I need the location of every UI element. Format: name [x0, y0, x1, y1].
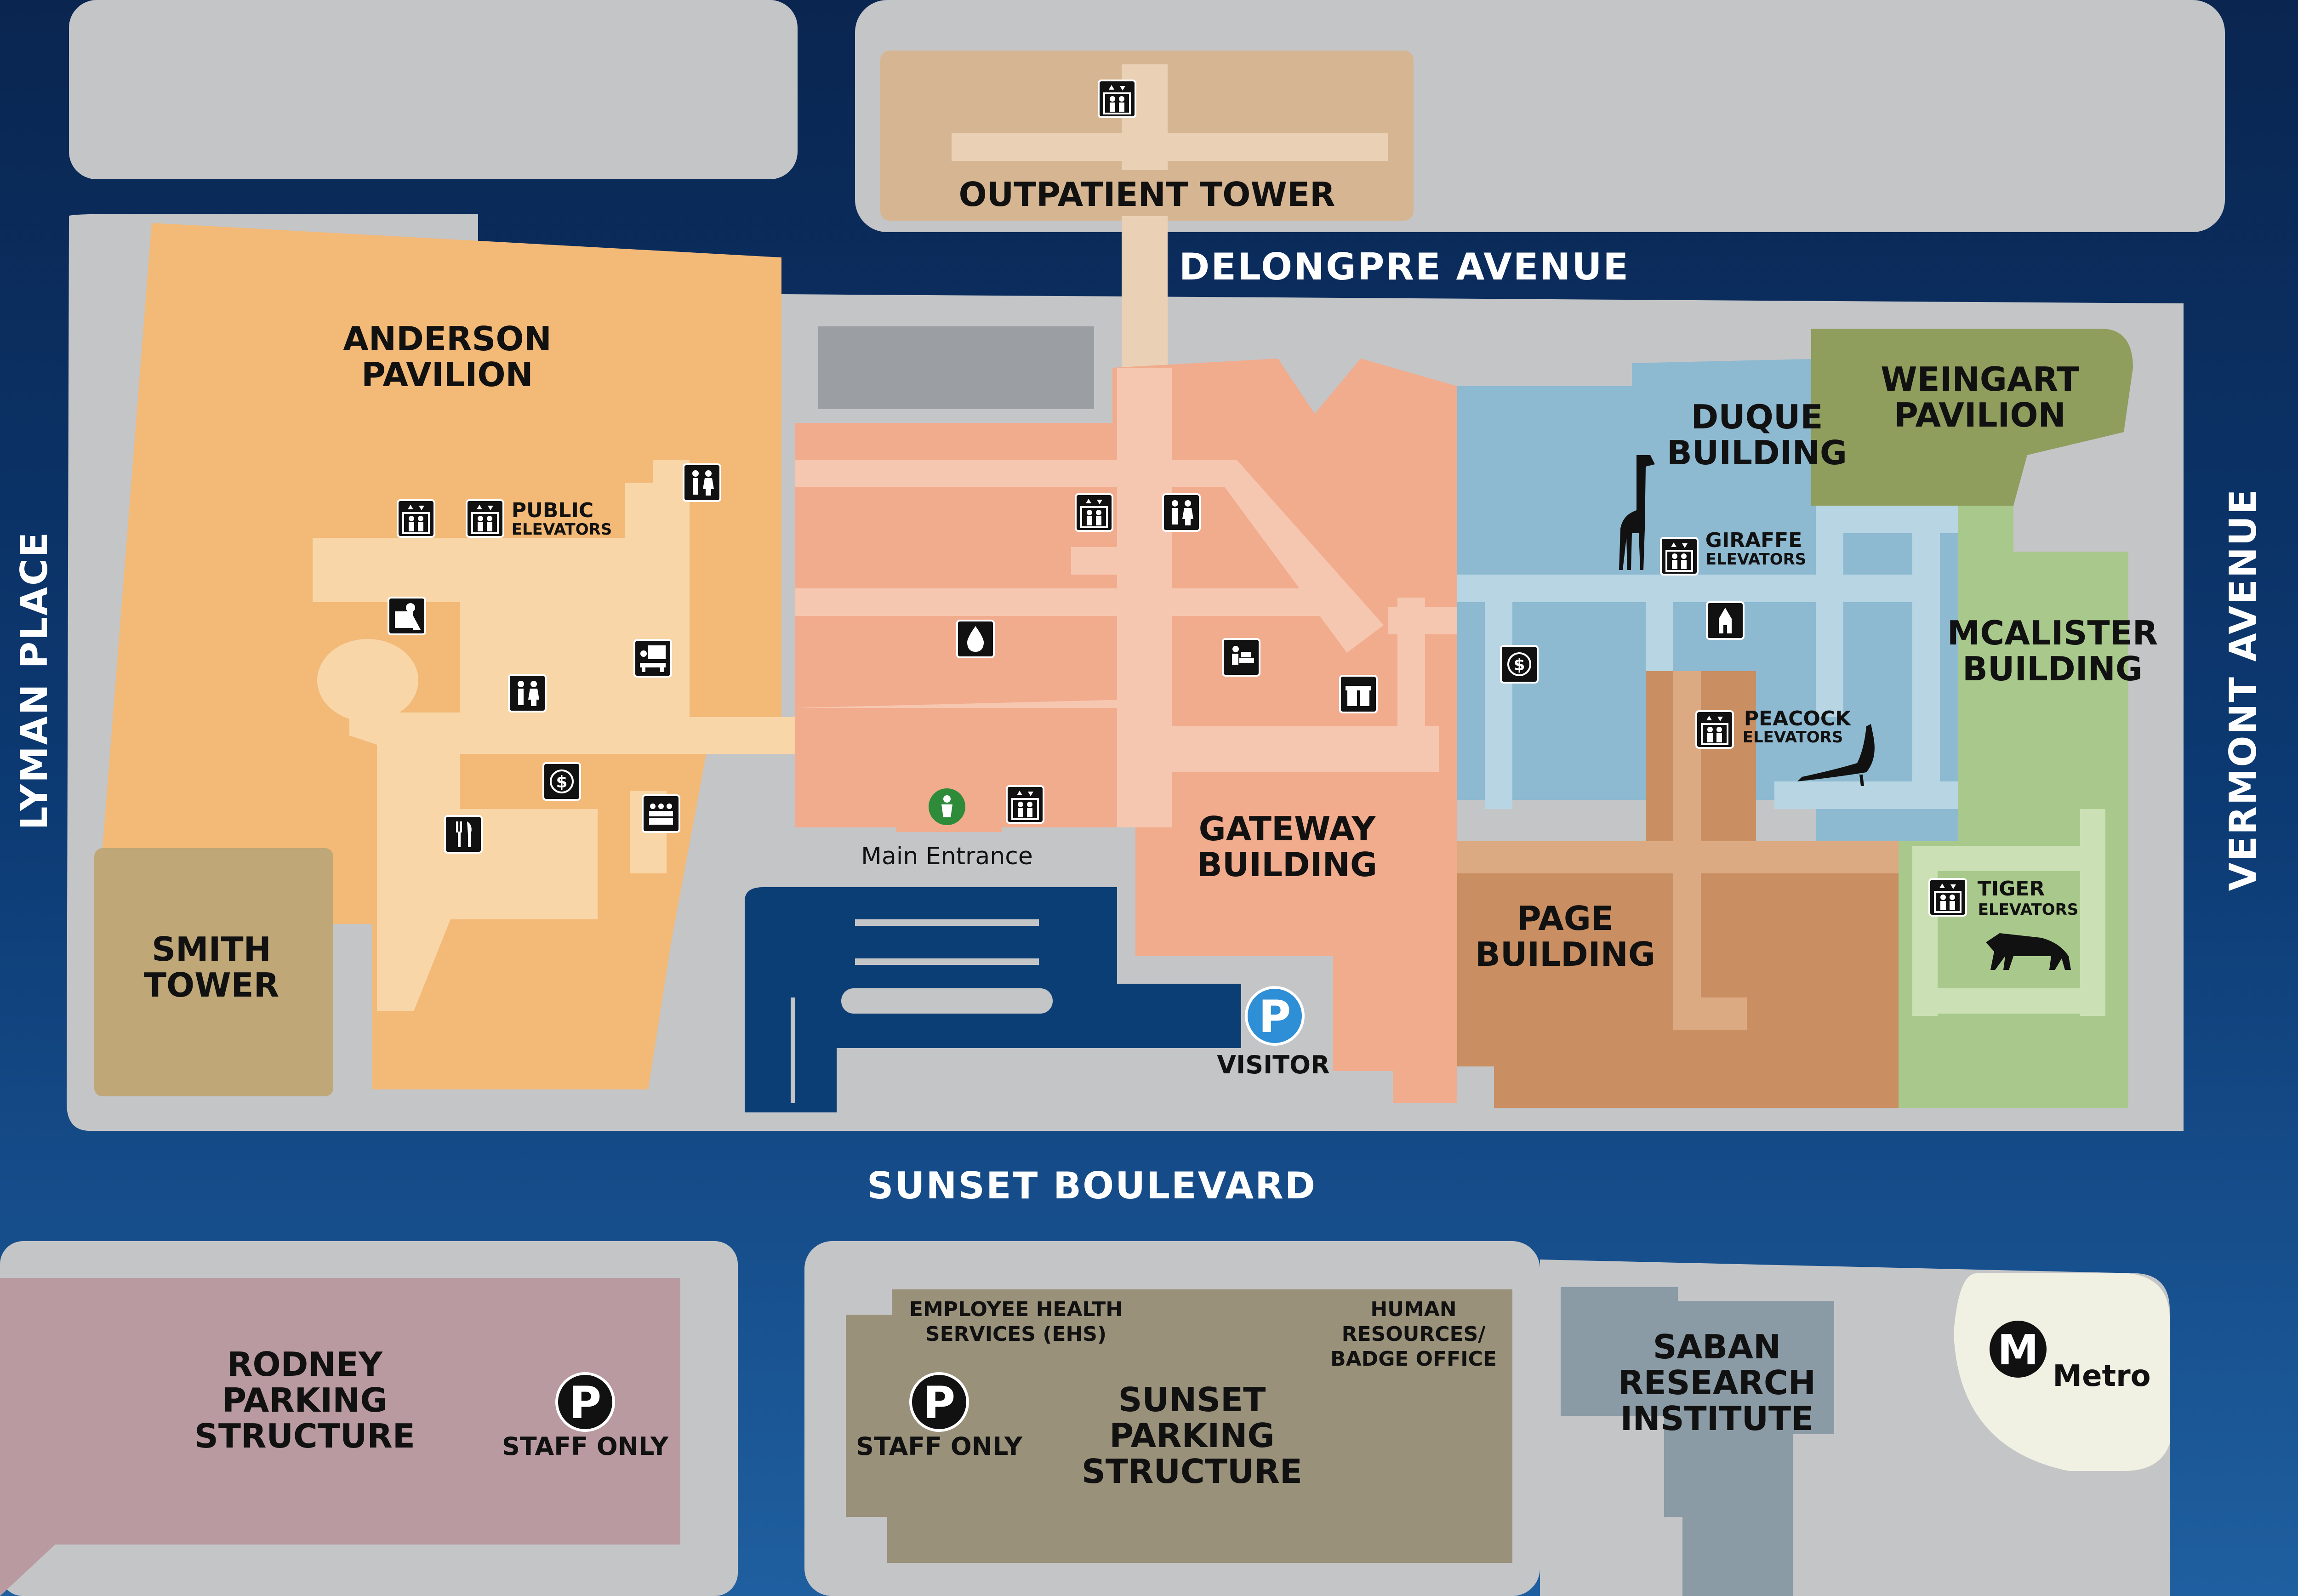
label-gateway-line2: BUILDING [1197, 845, 1377, 884]
label-visitor-parking: VISITOR [1217, 1050, 1329, 1079]
rodney-parking-letter: P [569, 1377, 601, 1429]
label-hr-line2: RESOURCES/ [1342, 1322, 1486, 1346]
restroom-icon[interactable] [508, 674, 547, 712]
peacock-elevator-icon[interactable] [1695, 710, 1734, 749]
smith-tower-shape [94, 848, 333, 1096]
label-hr-line3: BADGE OFFICE [1330, 1347, 1497, 1371]
label-outpatient-tower: OUTPATIENT TOWER [959, 175, 1335, 214]
label-page-line2: BUILDING [1475, 935, 1655, 974]
rodney-parking-marker[interactable]: P [555, 1372, 615, 1432]
label-weingart-line2: PAVILION [1894, 396, 2066, 434]
weingart-pavilion-shape [1811, 329, 2133, 506]
sunset-parking-shape [846, 1289, 1512, 1563]
svg-text:$: $ [1513, 656, 1525, 674]
svg-text:$: $ [556, 773, 567, 792]
mcalister-hallways [1912, 809, 2105, 1016]
metro-logo[interactable]: M Metro [1990, 1321, 2151, 1393]
registration-desk-icon[interactable] [1222, 638, 1260, 677]
label-anderson-line1: ANDERSON [343, 319, 552, 358]
metro-m-circle [1990, 1321, 2047, 1378]
visitor-parking-marker[interactable]: P [1245, 986, 1305, 1046]
public-elevator-icon-2[interactable] [466, 499, 504, 538]
label-rodney-line1: RODNEY [227, 1345, 383, 1384]
label-weingart-line1: WEINGART [1881, 360, 2079, 399]
street-label-lyman: LYMAN PLACE [13, 531, 56, 830]
tiger-icon [1986, 933, 2071, 970]
restroom-icon[interactable] [683, 463, 721, 502]
label-anderson-line2: PAVILION [361, 355, 533, 394]
label-page-line1: PAGE [1517, 899, 1614, 938]
peacock-icon [1797, 724, 1875, 786]
blood-drop-icon[interactable] [956, 620, 995, 658]
label-tiger-elevators-line2: ELEVATORS [1978, 901, 2079, 919]
label-giraffe-elevators-line2: ELEVATORS [1706, 550, 1807, 569]
gift-box-icon[interactable] [1339, 675, 1378, 713]
mcalister-building-shape [1899, 506, 2128, 1108]
label-public-elevators-line2: ELEVATORS [512, 520, 612, 539]
gateway-elevator-icon[interactable] [1075, 493, 1113, 532]
label-rodney-line2: PARKING [222, 1381, 387, 1419]
giraffe-elevator-icon[interactable] [1660, 537, 1699, 576]
atm-icon[interactable]: $ [542, 762, 581, 801]
label-rodney-line3: STRUCTURE [194, 1417, 415, 1455]
gift-shop-icon[interactable] [388, 597, 426, 635]
driveways [745, 887, 1241, 1386]
label-saban-line2: RESEARCH [1618, 1363, 1816, 1402]
label-staff-only-rodney: STAFF ONLY [502, 1432, 669, 1461]
atm-icon[interactable]: $ [1500, 645, 1539, 684]
label-saban-line3: INSTITUTE [1620, 1399, 1814, 1438]
label-smith-line2: TOWER [144, 966, 279, 1004]
street-label-vermont: VERMONT AVENUE [2222, 488, 2264, 891]
saban-research-shape [1561, 1287, 1834, 1596]
label-public-elevators-line1: PUBLIC [512, 499, 593, 522]
label-mcalister-line2: BUILDING [1962, 650, 2143, 688]
restroom-icon[interactable] [1162, 493, 1201, 532]
label-smith-line1: SMITH [152, 930, 271, 969]
tiger-elevator-icon[interactable] [1928, 878, 1967, 917]
entrance-elevator-icon[interactable] [1006, 785, 1044, 824]
public-elevator-icon-1[interactable] [397, 499, 435, 538]
label-tiger-elevators-line1: TIGER [1978, 877, 2045, 901]
chapel-icon[interactable] [1706, 601, 1745, 640]
label-staff-only-sunset: STAFF ONLY [856, 1432, 1023, 1461]
label-ehs-line2: SERVICES (EHS) [925, 1322, 1106, 1346]
outpatient-hallways [952, 64, 1388, 372]
metro-label: Metro [2053, 1359, 2150, 1393]
waiting-room-icon[interactable] [642, 794, 680, 833]
service-area [818, 326, 1094, 409]
information-desk-icon[interactable] [633, 639, 672, 678]
elevator-icon[interactable] [1098, 80, 1136, 118]
metro-letter: M [1997, 1326, 2039, 1374]
label-duque-line1: DUQUE [1691, 398, 1823, 436]
label-hr-line1: HUMAN [1370, 1298, 1456, 1321]
label-peacock-elevators-line1: PEACOCK [1744, 707, 1852, 730]
street-label-sunset: SUNSET BOULEVARD [867, 1164, 1317, 1207]
giraffe-icon [1619, 455, 1655, 570]
main-entrance-marker[interactable] [929, 788, 965, 825]
label-main-entrance: Main Entrance [861, 843, 1033, 870]
rodney-parking-shape [0, 1278, 680, 1596]
label-mcalister-line1: MCALISTER [1947, 614, 2158, 652]
label-ehs-line1: EMPLOYEE HEALTH [909, 1298, 1123, 1321]
visitor-parking-letter: P [1259, 991, 1291, 1043]
anderson-hallways [313, 460, 800, 1011]
sunset-parking-letter: P [923, 1377, 955, 1429]
label-saban-line1: SABAN [1653, 1328, 1781, 1366]
label-giraffe-elevators-line1: GIRAFFE [1705, 529, 1802, 552]
gateway-hallways [795, 368, 1457, 827]
cafeteria-icon[interactable] [444, 815, 483, 854]
label-sunset-parking-line2: PARKING [1109, 1416, 1274, 1455]
street-label-delongpre: DELONGPRE AVENUE [1179, 245, 1630, 288]
label-sunset-parking-line1: SUNSET [1118, 1380, 1266, 1419]
label-sunset-parking-line3: STRUCTURE [1082, 1452, 1302, 1491]
sunset-parking-marker[interactable]: P [909, 1372, 969, 1432]
label-duque-line2: BUILDING [1667, 433, 1847, 472]
label-peacock-elevators-line2: ELEVATORS [1743, 728, 1843, 747]
label-gateway-line1: GATEWAY [1199, 809, 1376, 848]
